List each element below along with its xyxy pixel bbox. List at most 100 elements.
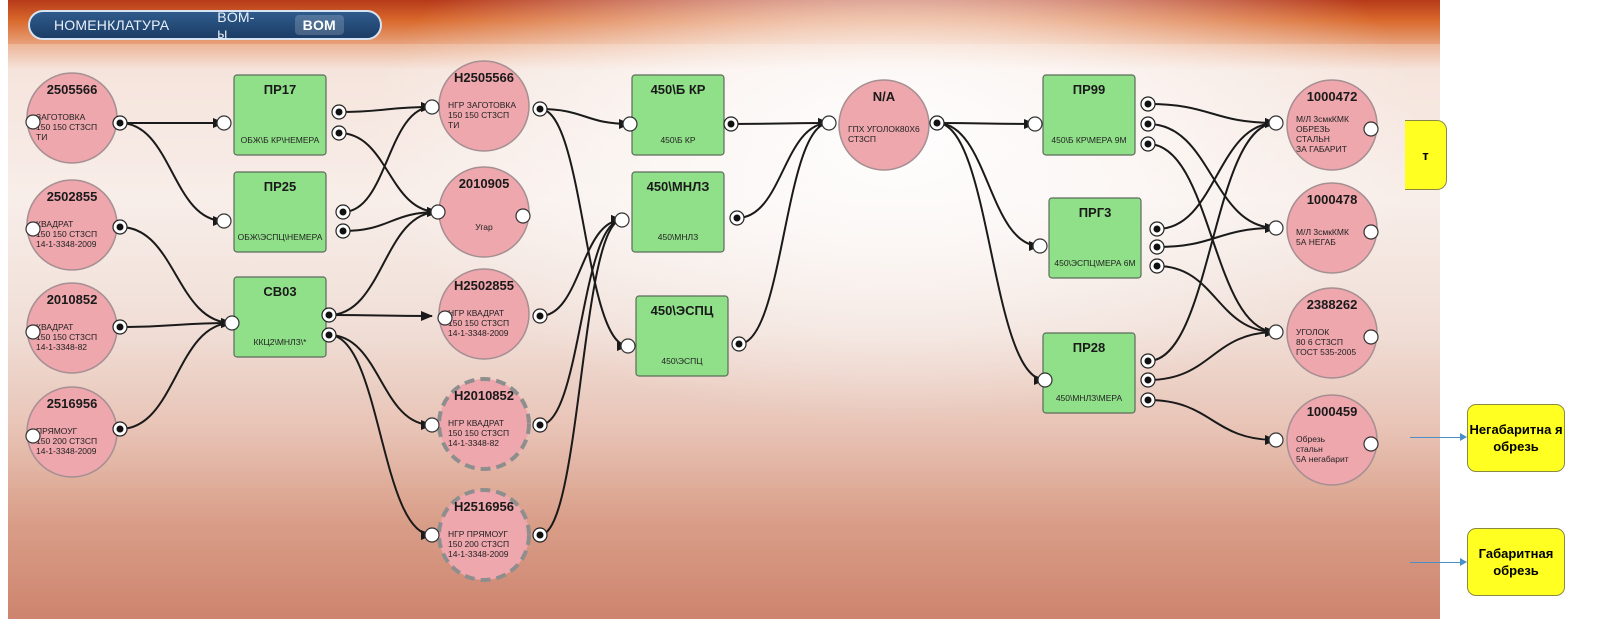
process-node[interactable]: 450\МНЛЗ 450\МНЛЗ [614,171,745,253]
input-port[interactable] [25,221,41,237]
input-port[interactable] [424,527,440,543]
output-port-dot [116,119,124,127]
output-port-dot [536,531,544,539]
material-desc-line: стальн [1296,444,1323,454]
output-port-dot [1144,376,1152,384]
input-port[interactable] [1032,238,1048,254]
input-port[interactable] [1363,224,1379,240]
input-port[interactable] [424,99,440,115]
process-box [233,74,327,156]
material-desc-line: 14-1-3348-2009 [448,549,509,559]
input-port[interactable] [437,310,453,326]
output-port-dot [339,227,347,235]
input-port[interactable] [515,208,531,224]
material-code: N/A [873,89,896,104]
material-desc-line: 150 150 СТ3СП [448,110,509,120]
callout-gabarit-partial: т [1405,120,1447,190]
material-desc-line: ГОСТ 535-2005 [1296,347,1356,357]
input-port[interactable] [622,116,638,132]
edge-connector [936,118,1036,129]
input-port[interactable] [25,114,41,130]
input-port[interactable] [216,115,232,131]
input-port[interactable] [620,338,636,354]
input-port[interactable] [224,315,240,331]
output-port-dot [727,120,735,128]
input-port[interactable] [1363,329,1379,345]
input-port[interactable] [25,324,41,340]
material-desc-line: 14-1-3348-2009 [36,239,97,249]
output-port-dot [1144,140,1152,148]
material-desc-line: КВАДРАТ [36,322,73,332]
input-port[interactable] [1037,372,1053,388]
output-port-dot [116,223,124,231]
process-desc: 450\МНЛЗ [658,232,698,242]
material-desc-line: Обрезь [1296,434,1326,444]
input-port[interactable] [1268,220,1284,236]
callout-negabarit-obrez: Негабаритна я обрезь [1467,404,1565,472]
input-port[interactable] [1363,121,1379,137]
process-box [1048,197,1142,279]
material-code: 2516956 [47,396,98,411]
input-port[interactable] [1027,116,1043,132]
material-code: 2010905 [459,176,510,191]
output-port-dot [1153,225,1161,233]
tab-boms[interactable]: BOM-ы [217,9,255,41]
input-port[interactable] [25,428,41,444]
edge-connector [119,318,233,430]
material-desc-line: 14-1-3348-82 [36,342,87,352]
output-port-dot [325,331,333,339]
material-desc-line: 5А негабарит [1296,454,1349,464]
process-desc: 450\Б КР\МЕРА 9М [1051,135,1126,145]
material-desc-line: ГПХ УГОЛОК80Х6 [848,124,920,134]
process-box [631,74,725,156]
tab-nomenclature[interactable]: НОМЕНКЛАТУРА [54,17,170,33]
edge-connector [936,122,1046,385]
input-port[interactable] [430,204,446,220]
input-port[interactable] [216,213,232,229]
input-port[interactable] [1268,115,1284,131]
input-port[interactable] [821,115,837,131]
edge-connector [342,102,433,213]
input-port[interactable] [614,212,630,228]
input-port[interactable] [1268,432,1284,448]
process-code: 450\МНЛЗ [647,179,710,194]
edge-connector [328,334,433,430]
material-code: 2010852 [47,292,98,307]
process-code: ПРГ3 [1079,205,1112,220]
edge-connector [342,207,439,232]
process-desc: 450\ЭСПЦ [661,356,703,366]
input-port[interactable] [1268,324,1284,340]
input-port[interactable] [1363,436,1379,452]
tab-bom[interactable]: BOM [294,15,344,35]
material-code: 2502855 [47,189,98,204]
input-port[interactable] [424,417,440,433]
material-code: Н2010852 [454,388,514,403]
output-port-dot [1144,120,1152,128]
material-desc-line: ТИ [448,120,459,130]
material-circle [838,79,930,171]
